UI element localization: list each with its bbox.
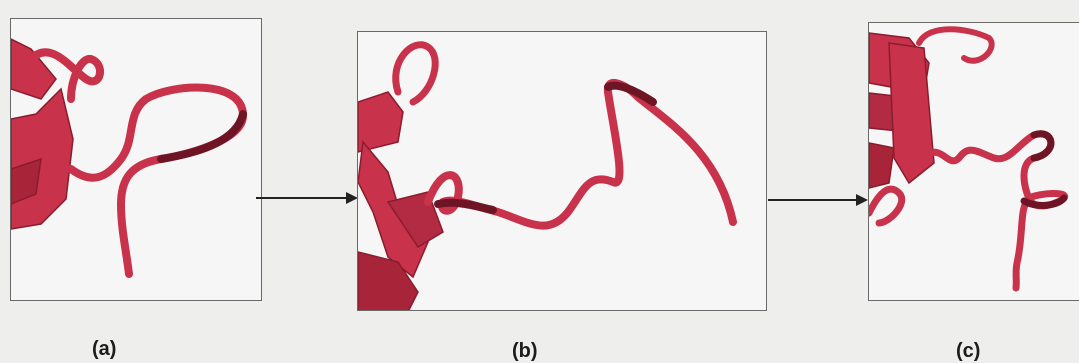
loop-a2-shadow — [161, 114, 243, 159]
loop-c2 — [869, 189, 902, 223]
caption-b: (b) — [512, 340, 538, 363]
beta-sheet-a2 — [11, 89, 73, 229]
panel-c-structure — [868, 22, 1079, 301]
loop-c3-shadow — [1034, 134, 1051, 158]
protein-ribbon-b — [358, 32, 767, 311]
panel-b-structure — [357, 31, 767, 311]
beta-sheet-a1 — [11, 39, 56, 99]
arrow-a-to-b — [256, 190, 360, 206]
beta-sheet-c4 — [869, 143, 894, 188]
protein-ribbon-c — [869, 23, 1079, 301]
loop-b2-shadow-2 — [608, 86, 653, 102]
caption-c: (c) — [956, 340, 980, 363]
caption-a: (a) — [92, 338, 116, 361]
protein-ribbon-a — [11, 19, 262, 301]
loop-a2 — [71, 88, 243, 274]
loop-b1 — [396, 45, 436, 102]
loop-c1 — [919, 29, 992, 60]
arrow-b-to-c — [768, 192, 872, 208]
panel-a-structure — [10, 18, 262, 301]
